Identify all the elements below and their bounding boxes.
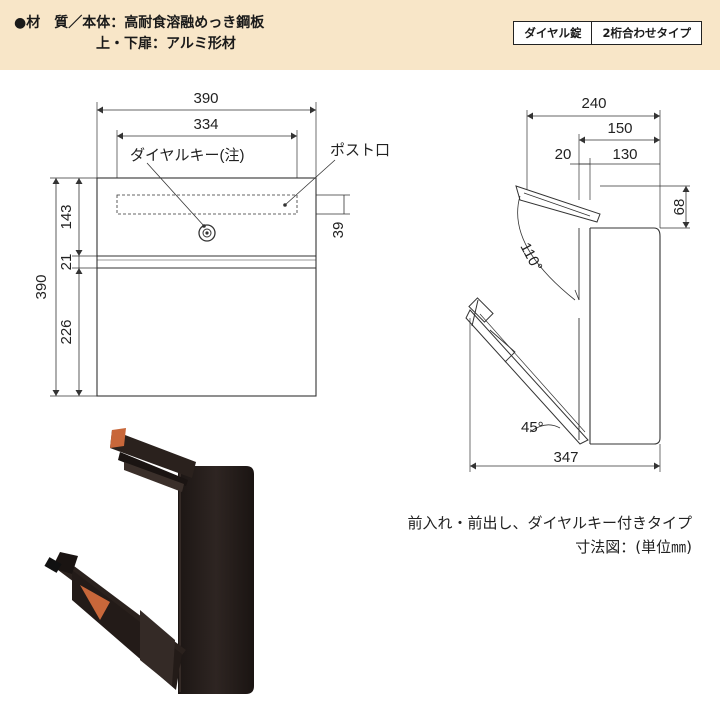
side-view [465, 110, 690, 472]
lock-type-tags: ダイヤル錠 2桁合わせタイプ [513, 21, 702, 45]
spec-header: ●材 質／本体：高耐食溶融めっき鋼板 上・下扉：アルミ形材 ダイヤル錠 2桁合わ… [0, 0, 720, 70]
dim-slot-height: 39 [330, 222, 347, 239]
dim-height-lower: 226 [58, 319, 75, 344]
caption-unit: 寸法図：(単位㎜) [575, 538, 692, 556]
dim-depth-240: 240 [581, 95, 606, 112]
dim-depth-130: 130 [612, 146, 637, 163]
dim-lid-height: 68 [671, 199, 688, 216]
dim-depth-150: 150 [607, 120, 632, 137]
material-line-1: ●材 質／本体：高耐食溶融めっき鋼板 [14, 15, 265, 31]
dim-height-total: 390 [33, 274, 50, 299]
dim-depth-20: 20 [555, 146, 572, 163]
dial-knob-icon [468, 297, 494, 323]
tag-two-digit: 2桁合わせタイプ [591, 22, 701, 44]
dim-width-outer: 390 [193, 90, 218, 107]
material-line-2: 上・下扉：アルミ形材 [96, 36, 236, 52]
dim-depth-347: 347 [553, 449, 578, 466]
product-render [44, 428, 254, 694]
mail-slot [116, 194, 298, 215]
dim-height-upper: 143 [58, 204, 75, 229]
front-view [50, 102, 350, 397]
caption-type: 前入れ・前出し、ダイヤルキー付きタイプ [407, 514, 692, 532]
dim-width-inner: 334 [193, 116, 218, 133]
front-outline [96, 177, 317, 397]
label-mail-slot: ポスト口 [330, 142, 390, 159]
angle-110: 110° [516, 240, 545, 274]
dim-height-gap: 21 [58, 254, 75, 271]
product-dial-icon [44, 557, 62, 573]
tag-dial-lock: ダイヤル錠 [524, 26, 582, 40]
label-dial-key: ダイヤルキー(注) [130, 147, 245, 164]
angle-45: 45° [521, 419, 544, 436]
dial-key-icon [198, 224, 216, 242]
